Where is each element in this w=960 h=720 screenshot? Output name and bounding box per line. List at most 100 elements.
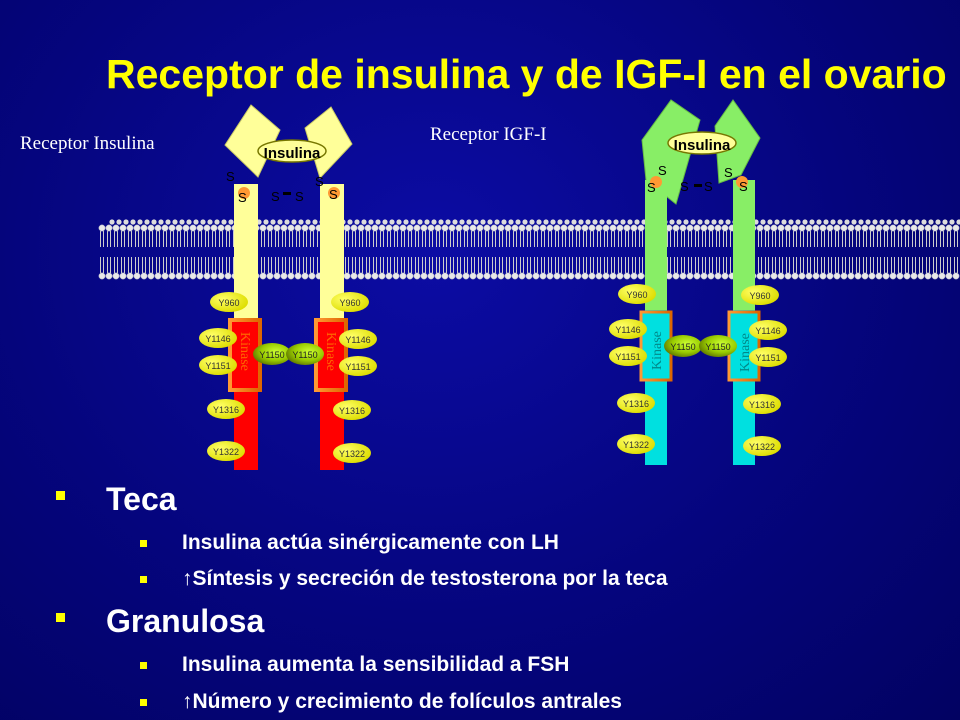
lipid-head: [788, 219, 794, 225]
lipid-head: [560, 224, 568, 232]
lipid-head: [462, 272, 470, 280]
lipid-head: [119, 272, 127, 280]
lipid-head: [903, 272, 911, 280]
lipid-head: [123, 219, 129, 225]
lipid-head: [805, 272, 813, 280]
lipid-head: [382, 219, 388, 225]
lipid-head: [137, 219, 143, 225]
lipid-head: [420, 272, 428, 280]
lipid-head: [581, 272, 589, 280]
lipid-head: [585, 219, 591, 225]
lipid-head: [879, 219, 885, 225]
lipid-head: [697, 219, 703, 225]
lipid-head: [938, 224, 946, 232]
lipid-head: [203, 224, 211, 232]
lipid-head: [228, 219, 234, 225]
lipid-head: [714, 272, 722, 280]
lipid-head: [357, 224, 365, 232]
lipid-head: [945, 224, 953, 232]
lipid-head: [543, 219, 549, 225]
disulfide-bridge: [694, 184, 702, 187]
lipid-head: [308, 272, 316, 280]
lipid-head: [126, 272, 134, 280]
lipid-head: [413, 224, 421, 232]
lipid-head: [189, 272, 197, 280]
disulfide-bridge: [283, 192, 291, 195]
square-bullet-icon: [140, 540, 147, 547]
site-label: Y1150: [292, 350, 317, 360]
site-label: Y1316: [339, 406, 365, 416]
insulin-receptor: Insulina Kinase Kinase S S S S S S Y960 …: [199, 104, 377, 470]
site-y1316: [617, 393, 655, 413]
lipid-head: [466, 219, 472, 225]
lipid-head: [935, 219, 941, 225]
bullet-item-text: Insulina actúa sinérgicamente con LH: [182, 531, 559, 554]
site-y1316: [207, 399, 245, 419]
lipid-head: [924, 224, 932, 232]
square-bullet-icon: [56, 491, 65, 500]
lipid-head: [217, 272, 225, 280]
disulfide-s: S: [647, 180, 656, 195]
lipid-head: [595, 272, 603, 280]
lipid-head: [784, 272, 792, 280]
lipid-head: [179, 219, 185, 225]
lipid-head: [273, 224, 281, 232]
lipid-head: [448, 272, 456, 280]
lipid-head: [158, 219, 164, 225]
lipid-head: [725, 219, 731, 225]
lipid-head: [784, 224, 792, 232]
lipid-head: [613, 219, 619, 225]
lipid-head: [417, 219, 423, 225]
lipid-head: [294, 224, 302, 232]
lipid-head: [924, 272, 932, 280]
lipid-head: [693, 224, 701, 232]
lipid-head: [476, 272, 484, 280]
lipid-head: [882, 272, 890, 280]
lipid-head: [126, 224, 134, 232]
disulfide-s: S: [329, 187, 338, 202]
lipid-head: [483, 272, 491, 280]
lipid-head: [693, 272, 701, 280]
lipid-head: [907, 219, 913, 225]
lipid-head: [760, 219, 766, 225]
lipid-head: [455, 272, 463, 280]
lipid-head: [567, 224, 575, 232]
lipid-head: [119, 224, 127, 232]
lipid-head: [917, 224, 925, 232]
insulin-alpha-arm-right: [304, 106, 353, 179]
lipid-head: [221, 219, 227, 225]
lipid-head: [116, 219, 122, 225]
lipid-head: [718, 219, 724, 225]
lipid-head: [819, 224, 827, 232]
lipid-head: [403, 219, 409, 225]
lipid-head: [462, 224, 470, 232]
lipid-head: [280, 272, 288, 280]
lipid-head: [900, 219, 906, 225]
lipid-head: [791, 272, 799, 280]
lipid-head: [490, 224, 498, 232]
site-label: Y1150: [259, 350, 284, 360]
lipid-head: [952, 224, 960, 232]
site-y1151: [199, 355, 237, 375]
insulin-ligand-right: [667, 131, 737, 155]
lipid-head: [266, 224, 274, 232]
bullet-item-text: ↑Número y crecimiento de folículos antra…: [182, 690, 622, 713]
lipid-head: [112, 224, 120, 232]
site-y960: [741, 285, 779, 305]
site-label: Y1146: [615, 325, 640, 335]
disulfide-s: S: [295, 189, 304, 204]
lipid-head: [550, 219, 556, 225]
site-y1316: [333, 400, 371, 420]
lipid-head: [109, 219, 115, 225]
lipid-head: [707, 224, 715, 232]
lipid-head: [343, 224, 351, 232]
lipid-head: [676, 219, 682, 225]
disulfide-s: S: [704, 179, 713, 194]
igf-ligand-label: Insulina: [674, 137, 731, 154]
lipid-head: [483, 224, 491, 232]
lipid-head: [424, 219, 430, 225]
site-y1322: [743, 436, 781, 456]
lipid-head: [515, 219, 521, 225]
disulfide-s: S: [271, 189, 280, 204]
lipid-head: [567, 272, 575, 280]
